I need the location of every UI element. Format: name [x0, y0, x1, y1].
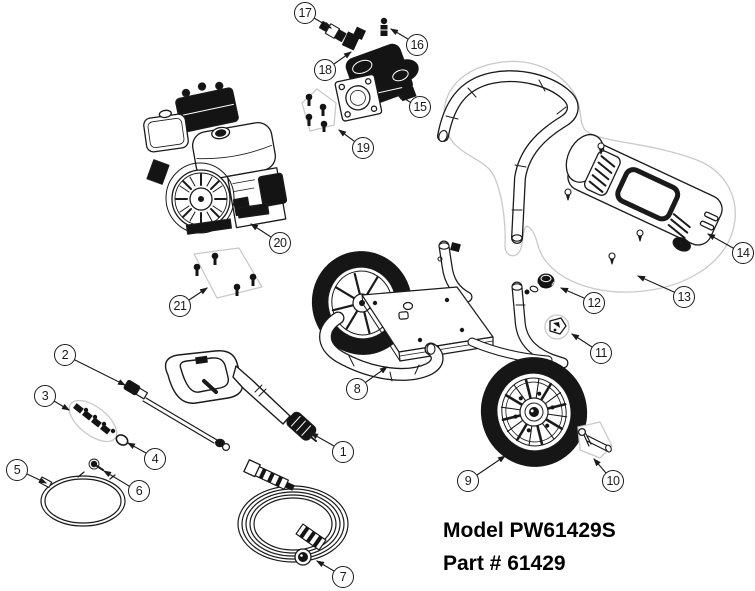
callout-16: 16: [406, 34, 428, 56]
tube-clip: [450, 242, 461, 253]
nozzle-kit-drawing: [68, 399, 118, 443]
callout-3: 3: [34, 385, 56, 407]
spray-gun-drawing: [164, 350, 317, 442]
right-wheel-drawing: [480, 357, 588, 467]
siphon-tube-drawing: [38, 471, 126, 527]
callout-1: 1: [332, 441, 354, 463]
leader-lines: [26, 17, 734, 572]
callout-14: 14: [732, 242, 754, 264]
knob-drawing: [524, 273, 555, 295]
oring-drawing: [115, 434, 129, 446]
callout-6: 6: [128, 480, 150, 502]
bolt-kit-19: [301, 88, 337, 132]
callout-9: 9: [457, 470, 479, 492]
engine-drawing: [143, 81, 288, 235]
wand-drawing: [123, 379, 231, 452]
callout-7: 7: [332, 566, 354, 588]
callout-8: 8: [346, 378, 368, 400]
axle-pin-drawing: [577, 421, 613, 459]
handle-tube-drawing: [437, 70, 579, 244]
callout-19: 19: [352, 137, 374, 159]
small-fitting-drawing: [88, 458, 104, 471]
callout-21: 21: [169, 295, 191, 317]
plug-16: [380, 17, 389, 36]
bolt-kit-21: [193, 247, 263, 299]
callout-4: 4: [144, 448, 166, 470]
frame-bumper-tube: [319, 311, 444, 382]
callout-20: 20: [269, 232, 291, 254]
panel-screws: [564, 142, 644, 265]
handle-panel-drawing: [565, 133, 723, 252]
pressure-hose-drawing: [237, 459, 349, 566]
callout-2: 2: [54, 344, 76, 366]
callout-5: 5: [6, 459, 28, 481]
model-number-label: Model PW61429S: [443, 519, 616, 542]
left-wheel-drawing: [311, 251, 413, 355]
part-number-label: Part # 61429: [443, 552, 566, 575]
hubcap-drawing: [544, 314, 570, 340]
callout-11: 11: [590, 342, 612, 364]
model-info-block: Model PW61429S Part # 61429: [443, 514, 616, 580]
pump-elbow-18: [341, 26, 367, 51]
callout-13: 13: [673, 286, 695, 308]
handle-kit-outline: [443, 60, 736, 293]
callout-12: 12: [583, 292, 605, 314]
callout-17: 17: [294, 2, 316, 24]
callout-18: 18: [314, 59, 336, 81]
callout-15: 15: [409, 96, 431, 118]
callout-10: 10: [602, 470, 624, 492]
